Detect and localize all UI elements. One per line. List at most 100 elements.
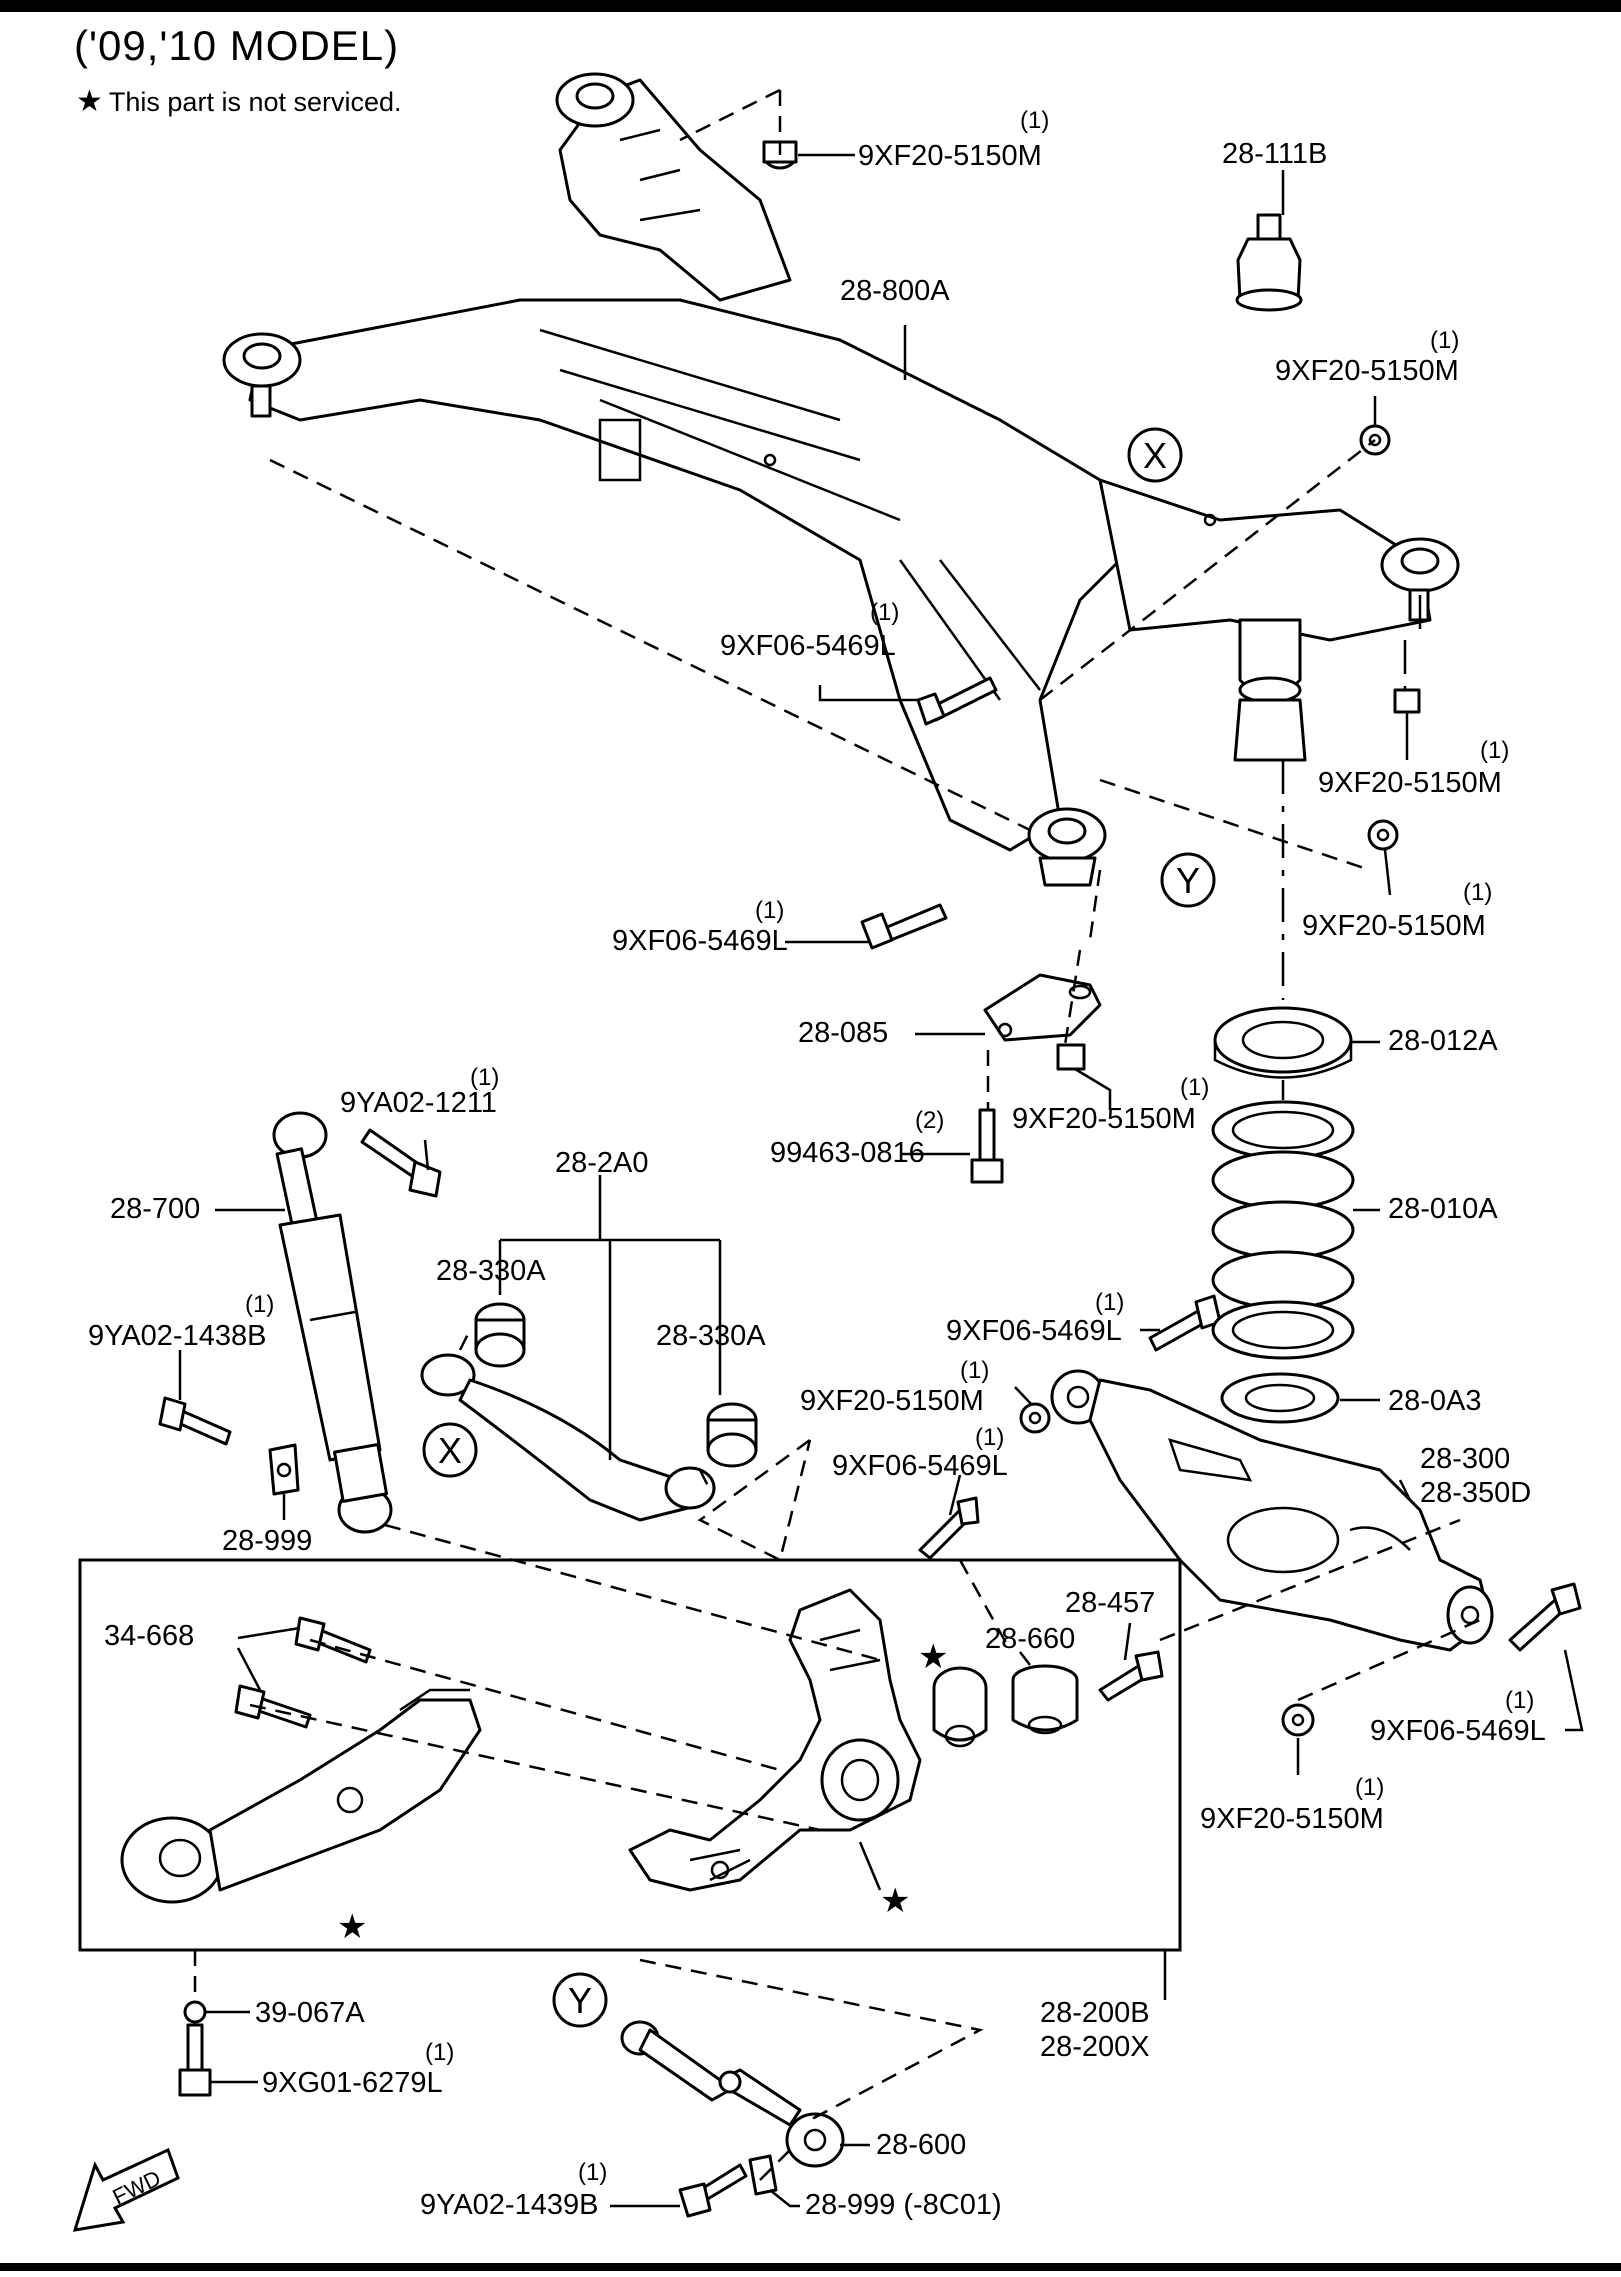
trailing-link-34-668 — [120, 1688, 482, 1904]
svg-text:(1): (1) — [1020, 107, 1049, 134]
star-icon-knuckle-top: ★ — [918, 1637, 948, 1677]
bushing-28-457 — [1011, 1664, 1079, 1735]
svg-text:39-067A: 39-067A — [255, 1997, 365, 2029]
nut-bottom — [1281, 1703, 1315, 1737]
lower-arm-28-300 — [1050, 1369, 1494, 1652]
bushing-28-660 — [932, 1666, 988, 1748]
star-icon-trailing-link: ★ — [337, 1907, 367, 1947]
svg-text:9XF20-5150M: 9XF20-5150M — [1200, 1803, 1384, 1835]
bolt-34-668-a — [294, 1616, 372, 1664]
svg-text:X: X — [438, 1430, 462, 1471]
ref-mark-y-lower: Y — [552, 1972, 608, 2028]
svg-text:28-457: 28-457 — [1065, 1587, 1155, 1619]
svg-text:9XF06-5469L: 9XF06-5469L — [946, 1315, 1122, 1347]
svg-text:28-600: 28-600 — [876, 2129, 966, 2161]
bolt-9xf06-e — [1508, 1582, 1582, 1652]
svg-text:9XF20-5150M: 9XF20-5150M — [858, 140, 1042, 172]
svg-text:28-010A: 28-010A — [1388, 1193, 1498, 1225]
svg-text:9XG01-6279L: 9XG01-6279L — [262, 2067, 443, 2099]
svg-text:28-2A0: 28-2A0 — [555, 1147, 649, 1179]
svg-text:(1): (1) — [960, 1357, 989, 1384]
svg-text:28-999 (-8C01): 28-999 (-8C01) — [805, 2189, 1002, 2221]
svg-text:(1): (1) — [1480, 737, 1509, 764]
svg-text:X: X — [1143, 435, 1167, 476]
svg-text:9YA02-1211: 9YA02-1211 — [340, 1087, 497, 1119]
svg-text:28-200B: 28-200B — [1040, 1997, 1150, 2029]
leader-lines — [178, 153, 1584, 2208]
bolt-28-457 — [1098, 1650, 1164, 1702]
svg-text:9XF06-5469L: 9XF06-5469L — [1370, 1715, 1546, 1747]
crossmember-28-800a — [222, 72, 1460, 887]
bolt-99463 — [970, 1108, 1004, 1184]
nut-right-3 — [1367, 819, 1399, 851]
svg-text:(1): (1) — [975, 1424, 1004, 1451]
bolt-9xg01 — [178, 2023, 212, 2097]
not-serviced-note: ★This part is not serviced. — [76, 84, 402, 119]
knuckle-group-frame — [78, 1558, 1182, 1952]
knuckle-28-200b — [628, 1588, 922, 1892]
svg-text:28-085: 28-085 — [798, 1017, 888, 1049]
bolt-9ya02-1439b — [678, 2163, 748, 2218]
bolt-9ya02-1438b — [158, 1396, 232, 1446]
svg-text:(1): (1) — [1180, 1074, 1209, 1101]
svg-text:9XF06-5469L: 9XF06-5469L — [832, 1450, 1008, 1482]
spring-seat-lower-28-0a3 — [1220, 1372, 1340, 1424]
bolt-9ya02-1211 — [360, 1128, 442, 1198]
ref-mark-x-lower: X — [422, 1422, 478, 1478]
svg-text:Y: Y — [568, 1980, 592, 2021]
ref-mark-y-upper: Y — [1160, 852, 1216, 908]
svg-text:28-330A: 28-330A — [436, 1255, 546, 1287]
bolt-9xf06-b — [860, 903, 948, 950]
bushing-28-330a-right — [706, 1402, 758, 1468]
callout-labels: (1) 9XF20-5150M 28-111B 28-800A (1) 9XF2… — [88, 107, 1546, 2221]
washer-28-999-8c01 — [748, 2154, 778, 2196]
bump-stopper-28-111b — [1235, 213, 1303, 312]
diagram-title: ('09,'10 MODEL) — [74, 22, 400, 69]
svg-text:9YA02-1439B: 9YA02-1439B — [420, 2189, 598, 2221]
svg-text:Y: Y — [1176, 860, 1200, 901]
svg-text:(1): (1) — [245, 1291, 274, 1318]
bolt-9xf06-d — [918, 1496, 980, 1560]
svg-text:9XF20-5150M: 9XF20-5150M — [1318, 767, 1502, 799]
svg-text:34-668: 34-668 — [104, 1620, 194, 1652]
washer-39-067a — [183, 2000, 207, 2024]
svg-text:28-200X: 28-200X — [1040, 2031, 1150, 2063]
svg-text:28-350D: 28-350D — [1420, 1477, 1531, 1509]
svg-text:28-300: 28-300 — [1420, 1443, 1510, 1475]
ref-mark-x-upper: X — [1127, 427, 1183, 483]
top-rule — [0, 0, 1621, 12]
svg-text:(1): (1) — [1505, 1687, 1534, 1714]
svg-text:28-111B: 28-111B — [1222, 138, 1327, 170]
bracket-28-085 — [983, 973, 1102, 1042]
svg-text:9XF20-5150M: 9XF20-5150M — [1275, 355, 1459, 387]
svg-text:(1): (1) — [1355, 1774, 1384, 1801]
svg-text:9XF20-5150M: 9XF20-5150M — [800, 1385, 984, 1417]
svg-text:28-012A: 28-012A — [1388, 1025, 1498, 1057]
bottom-rule — [0, 2263, 1621, 2271]
note-text: This part is not serviced. — [108, 87, 402, 117]
svg-text:9XF20-5150M: 9XF20-5150M — [1302, 910, 1486, 942]
svg-text:28-660: 28-660 — [985, 1623, 1075, 1655]
svg-text:(1): (1) — [578, 2159, 607, 2186]
svg-text:28-999: 28-999 — [222, 1525, 312, 1557]
svg-text:9XF20-5150M: 9XF20-5150M — [1012, 1103, 1196, 1135]
bushing-28-330a-left — [474, 1302, 526, 1368]
lateral-link-28-600 — [620, 2020, 845, 2168]
svg-text:28-0A3: 28-0A3 — [1388, 1385, 1482, 1417]
svg-text:(1): (1) — [425, 2039, 454, 2066]
nut-lca — [1019, 1402, 1051, 1434]
star-icon-knuckle-bottom: ★ — [880, 1881, 910, 1921]
nut-bracket — [1056, 1043, 1086, 1071]
svg-text:9XF06-5469L: 9XF06-5469L — [612, 925, 788, 957]
upper-arm-28-2a0 — [420, 1302, 758, 1522]
alignment-lines — [193, 88, 1481, 2181]
svg-text:(1): (1) — [1430, 327, 1459, 354]
svg-text:(1): (1) — [1463, 879, 1492, 906]
bolt-34-668-b — [234, 1684, 312, 1729]
fwd-arrow-icon: FWD — [72, 2147, 180, 2232]
svg-text:(1): (1) — [870, 599, 899, 626]
svg-text:(1): (1) — [1095, 1289, 1124, 1316]
svg-text:28-800A: 28-800A — [840, 275, 950, 307]
svg-text:99463-0816: 99463-0816 — [770, 1137, 925, 1169]
